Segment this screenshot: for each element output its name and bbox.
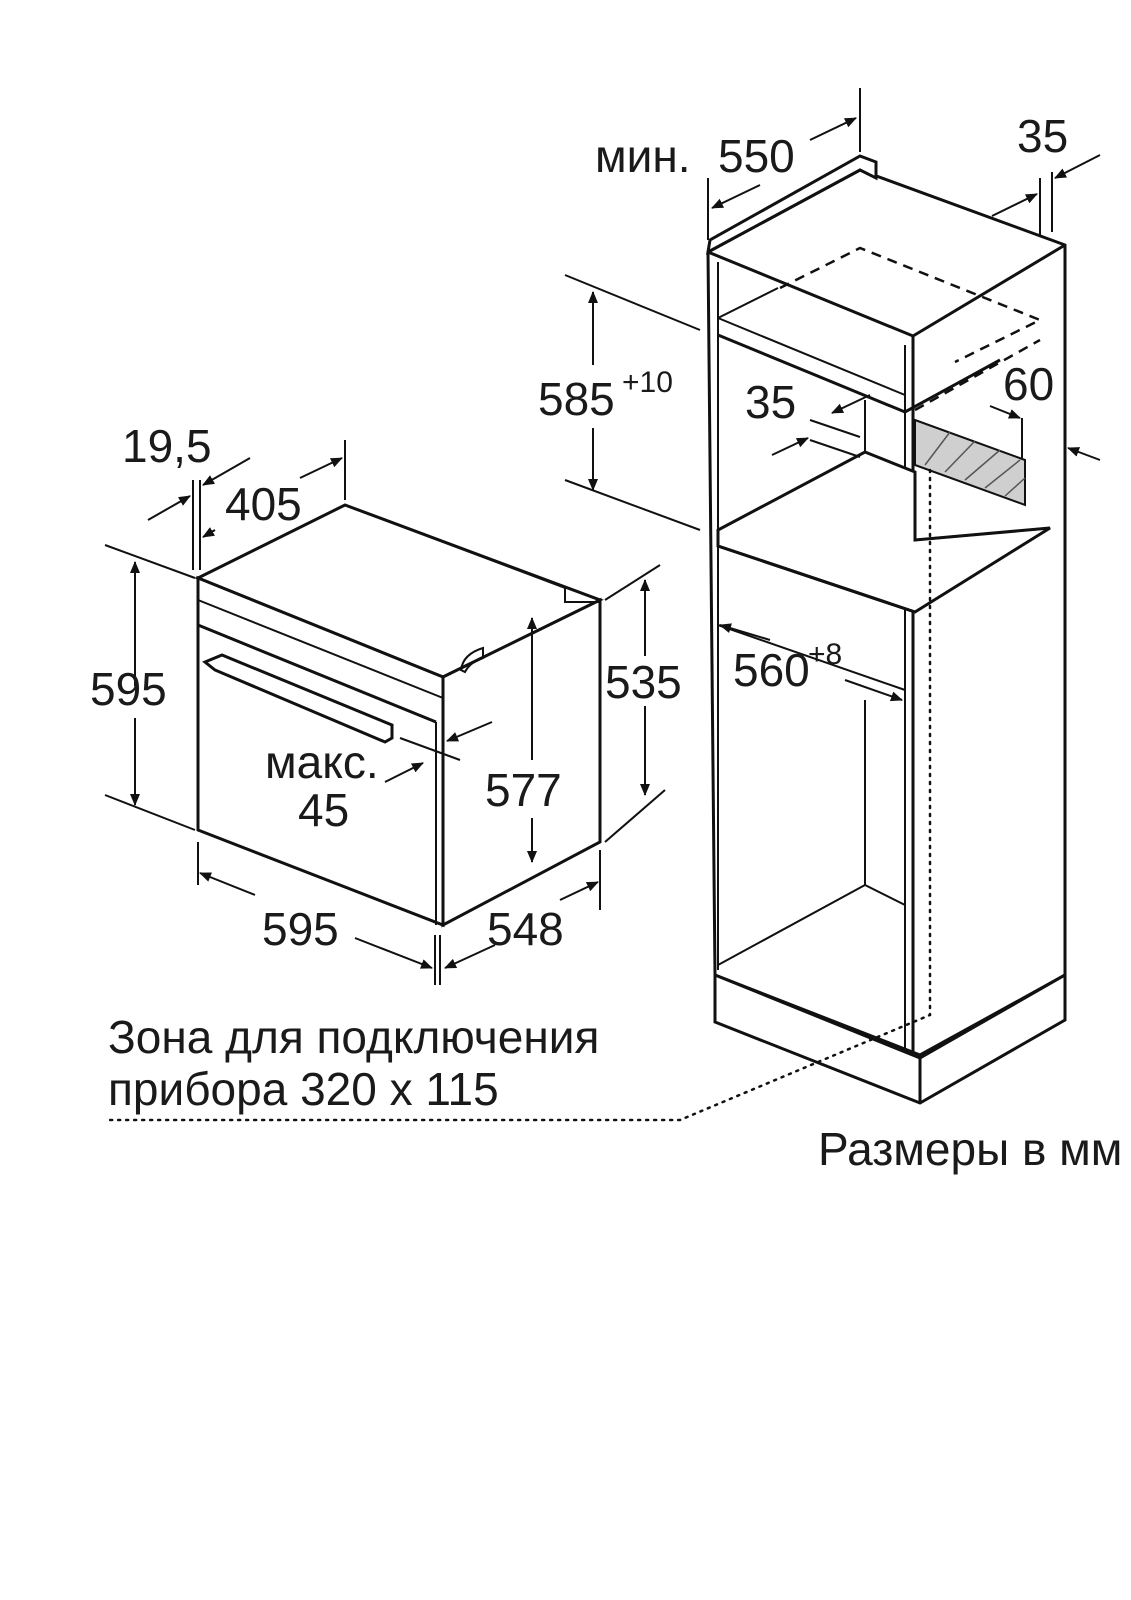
- label-top-gap: 19,5: [122, 420, 212, 472]
- label-min-depth: 550: [718, 130, 795, 182]
- label-inner-height: 577: [485, 764, 562, 816]
- label-min: мин.: [595, 130, 691, 182]
- label-oven-depth: 548: [487, 903, 564, 955]
- label-oven-height: 595: [90, 663, 167, 715]
- label-niche-width-tol: +8: [808, 638, 842, 671]
- label-niche-width: 560: [733, 644, 810, 696]
- label-max: макс.: [265, 736, 379, 788]
- label-vent: 60: [1003, 358, 1054, 410]
- label-max-value: 45: [298, 784, 349, 836]
- label-side-height: 535: [605, 656, 682, 708]
- label-units: Размеры в мм: [818, 1123, 1122, 1175]
- label-oven-width: 595: [262, 903, 339, 955]
- cabinet-drawing: [108, 154, 1067, 1122]
- label-niche-height-tol: +10: [622, 366, 673, 399]
- dimension-labels: 19,5 405 595 535 577 макс. 45 595 548 ми…: [90, 110, 1122, 1175]
- label-shelf-gap: 35: [745, 376, 796, 428]
- label-connection-zone-2: прибора 320 x 115: [108, 1063, 499, 1115]
- oven-drawing: [194, 503, 604, 928]
- oven-dimension-lines: [104, 440, 666, 985]
- label-connection-zone-1: Зона для подключения: [108, 1011, 599, 1063]
- cabinet-dimension-lines: [564, 88, 1101, 702]
- label-depth-top: 405: [225, 478, 302, 530]
- label-niche-height: 585: [538, 373, 615, 425]
- label-back-gap: 35: [1017, 110, 1068, 162]
